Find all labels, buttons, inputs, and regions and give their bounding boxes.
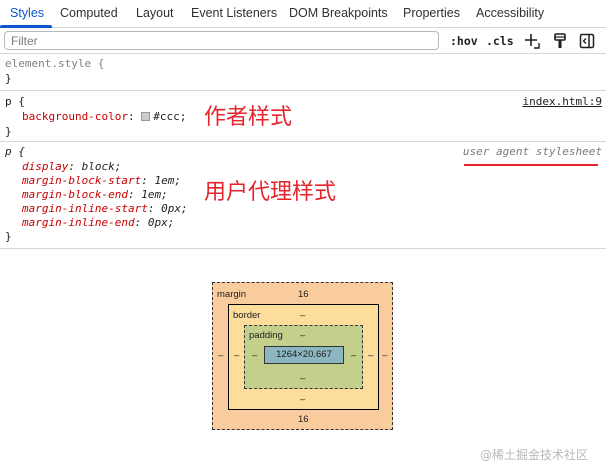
tab-accessibility[interactable]: Accessibility bbox=[476, 6, 545, 20]
styles-toolbar: :hov .cls bbox=[0, 28, 606, 54]
user-agent-rule: p { user agent stylesheet display: block… bbox=[0, 142, 606, 249]
property-value[interactable]: #ccc; bbox=[153, 110, 187, 123]
margin-bottom-value[interactable]: 16 bbox=[298, 414, 309, 425]
tab-dom-breakpoints[interactable]: DOM Breakpoints bbox=[289, 6, 388, 20]
tab-styles[interactable]: Styles bbox=[10, 6, 45, 20]
box-model-diagram: margin 16 16 – – border – – – – padding … bbox=[212, 282, 393, 430]
author-style-annotation: 作者样式 bbox=[204, 105, 293, 130]
tab-properties[interactable]: Properties bbox=[403, 6, 460, 20]
hover-state-button[interactable]: :hov bbox=[450, 34, 478, 48]
tab-computed[interactable]: Computed bbox=[60, 6, 118, 20]
padding-label: padding bbox=[249, 330, 283, 341]
property-row: margin-inline-start: 0px; bbox=[22, 202, 188, 215]
property-value: 1em; bbox=[141, 188, 168, 201]
padding-bottom-value[interactable]: – bbox=[300, 373, 306, 384]
margin-top-value[interactable]: 16 bbox=[298, 289, 309, 300]
active-tab-indicator bbox=[0, 25, 52, 28]
rule-close-brace: } bbox=[5, 230, 12, 243]
property-row: display: block; bbox=[22, 160, 122, 173]
property-name: margin-block-end bbox=[22, 188, 128, 201]
property-value: 1em; bbox=[154, 174, 181, 187]
property-name[interactable]: background-color bbox=[22, 110, 128, 123]
tab-layout[interactable]: Layout bbox=[136, 6, 174, 20]
property-row: margin-block-start: 1em; bbox=[22, 174, 181, 187]
property-name: margin-inline-start bbox=[22, 202, 148, 215]
property-value: block; bbox=[81, 160, 122, 173]
border-bottom-value[interactable]: – bbox=[300, 394, 306, 405]
author-style-rule: p { index.html:9 background-color: #ccc;… bbox=[0, 91, 606, 142]
paint-brush-icon[interactable] bbox=[551, 32, 569, 50]
padding-right-value[interactable]: – bbox=[351, 350, 357, 361]
user-agent-stylesheet-label: user agent stylesheet bbox=[462, 145, 602, 158]
margin-left-value[interactable]: – bbox=[218, 350, 224, 361]
box-model-margin[interactable]: margin 16 16 – – border – – – – padding … bbox=[212, 282, 393, 430]
property-name: margin-inline-end bbox=[22, 216, 135, 229]
border-label: border bbox=[233, 310, 261, 321]
property-name: margin-block-start bbox=[22, 174, 142, 187]
source-link[interactable]: index.html:9 bbox=[522, 95, 602, 108]
property-row[interactable]: background-color: #ccc; bbox=[22, 110, 187, 123]
box-model-padding[interactable]: padding – – – – 1264×20.667 bbox=[244, 325, 363, 389]
toggle-sidebar-icon[interactable] bbox=[578, 32, 596, 50]
border-left-value[interactable]: – bbox=[234, 350, 240, 361]
filter-input[interactable] bbox=[4, 31, 439, 50]
panel-tabs: Styles Computed Layout Event Listeners D… bbox=[0, 0, 606, 28]
user-agent-style-annotation: 用户代理样式 bbox=[204, 180, 337, 205]
element-style-rule: element.style { } bbox=[0, 54, 606, 91]
annotation-underline bbox=[464, 164, 598, 166]
tab-event-listeners[interactable]: Event Listeners bbox=[191, 6, 278, 20]
border-top-value[interactable]: – bbox=[300, 310, 306, 321]
padding-left-value[interactable]: – bbox=[252, 350, 258, 361]
border-right-value[interactable]: – bbox=[368, 350, 374, 361]
rule-close-brace: } bbox=[5, 72, 12, 85]
padding-top-value[interactable]: – bbox=[300, 330, 306, 341]
property-row: margin-block-end: 1em; bbox=[22, 188, 168, 201]
box-model-content[interactable]: 1264×20.667 bbox=[264, 346, 344, 364]
color-swatch[interactable] bbox=[141, 112, 151, 121]
margin-label: margin bbox=[217, 289, 247, 300]
property-value: 0px; bbox=[147, 216, 175, 229]
watermark: @稀土掘金技术社区 bbox=[480, 448, 589, 462]
property-row: margin-inline-end: 0px; bbox=[22, 216, 175, 229]
element-style-selector[interactable]: element.style { bbox=[5, 57, 105, 70]
property-value: 0px; bbox=[161, 202, 188, 215]
property-name: display bbox=[22, 160, 69, 173]
new-style-rule-icon[interactable] bbox=[523, 32, 541, 50]
rule-selector: p { bbox=[5, 145, 25, 158]
class-toggle-button[interactable]: .cls bbox=[486, 34, 514, 48]
margin-right-value[interactable]: – bbox=[382, 350, 388, 361]
box-model-border[interactable]: border – – – – padding – – – – 1264×20.6… bbox=[228, 304, 379, 410]
rule-close-brace: } bbox=[5, 125, 12, 138]
rule-selector[interactable]: p { bbox=[5, 95, 25, 108]
